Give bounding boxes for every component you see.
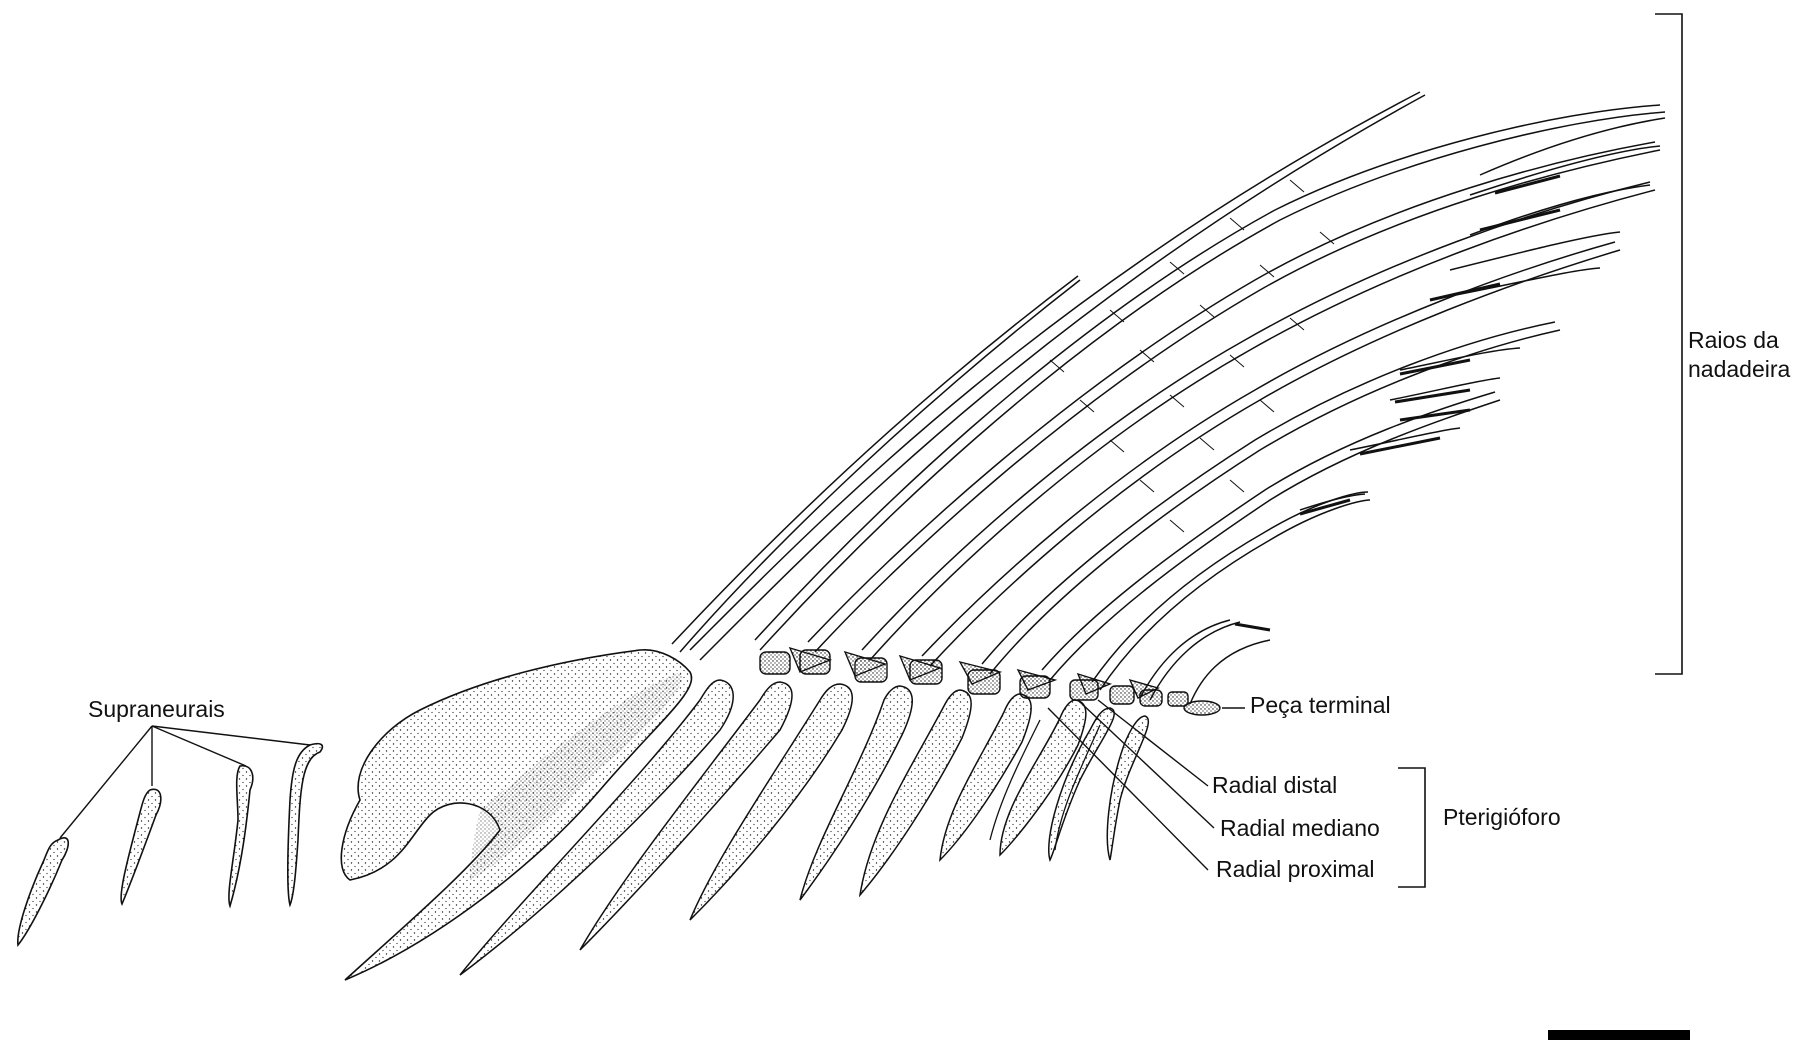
label-supraneurais: Supraneurais	[88, 698, 225, 721]
label-peca-terminal: Peça terminal	[1250, 694, 1391, 717]
label-raios-da-nadadeira: Raios da nadadeira	[1688, 326, 1790, 384]
label-raios-line1: Raios da	[1688, 326, 1790, 355]
ray-segments	[1050, 180, 1334, 532]
supraneural-2	[121, 789, 161, 904]
supraneural-1	[18, 838, 68, 945]
supraneural-3	[229, 766, 253, 906]
label-pterigioforo: Pterigióforo	[1443, 806, 1561, 829]
bracket-pterigioforo	[1398, 768, 1425, 887]
terminal-piece	[1184, 701, 1220, 715]
label-radial-proximal: Radial proximal	[1216, 858, 1375, 881]
label-raios-line2: nadadeira	[1688, 355, 1790, 384]
scale-bar	[1548, 1030, 1690, 1040]
supraneural-bones	[18, 744, 323, 945]
ray-branch-tips	[1235, 176, 1560, 630]
fin-rays	[672, 92, 1665, 704]
supraneurais-leader-lines	[60, 726, 310, 838]
label-radial-distal: Radial distal	[1212, 774, 1337, 797]
label-radial-mediano: Radial mediano	[1220, 817, 1380, 840]
supraneural-4	[288, 744, 323, 905]
